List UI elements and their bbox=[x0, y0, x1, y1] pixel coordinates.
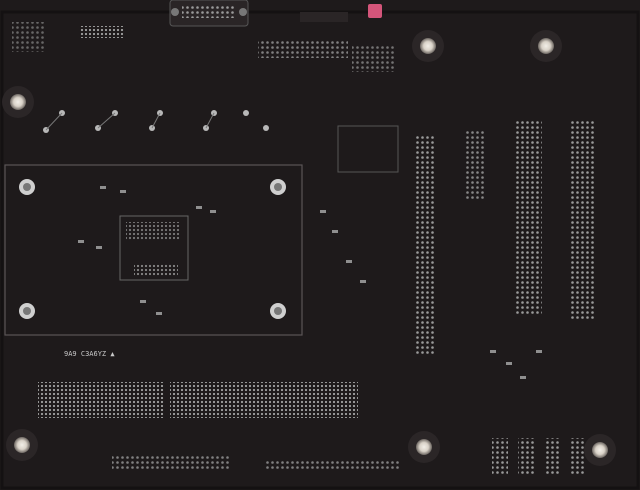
memory-slot-pins bbox=[38, 382, 358, 418]
bottom-header-pins bbox=[112, 454, 400, 470]
chipset-outline bbox=[337, 125, 399, 173]
cpu-cooler-mount-holes bbox=[19, 179, 286, 319]
cpu-backplate-outline bbox=[4, 164, 303, 336]
board-silkscreen-label: 9A9 C3A6YZ ▲ bbox=[64, 350, 115, 358]
mounting-holes bbox=[2, 30, 616, 466]
pcie-slot-pins bbox=[414, 120, 596, 354]
cpu-socket-pads bbox=[119, 215, 189, 281]
audio-jack-pink bbox=[368, 4, 382, 18]
bottom-right-ports bbox=[492, 438, 586, 474]
smd-components bbox=[78, 186, 542, 379]
io-pin-clusters bbox=[12, 22, 396, 72]
